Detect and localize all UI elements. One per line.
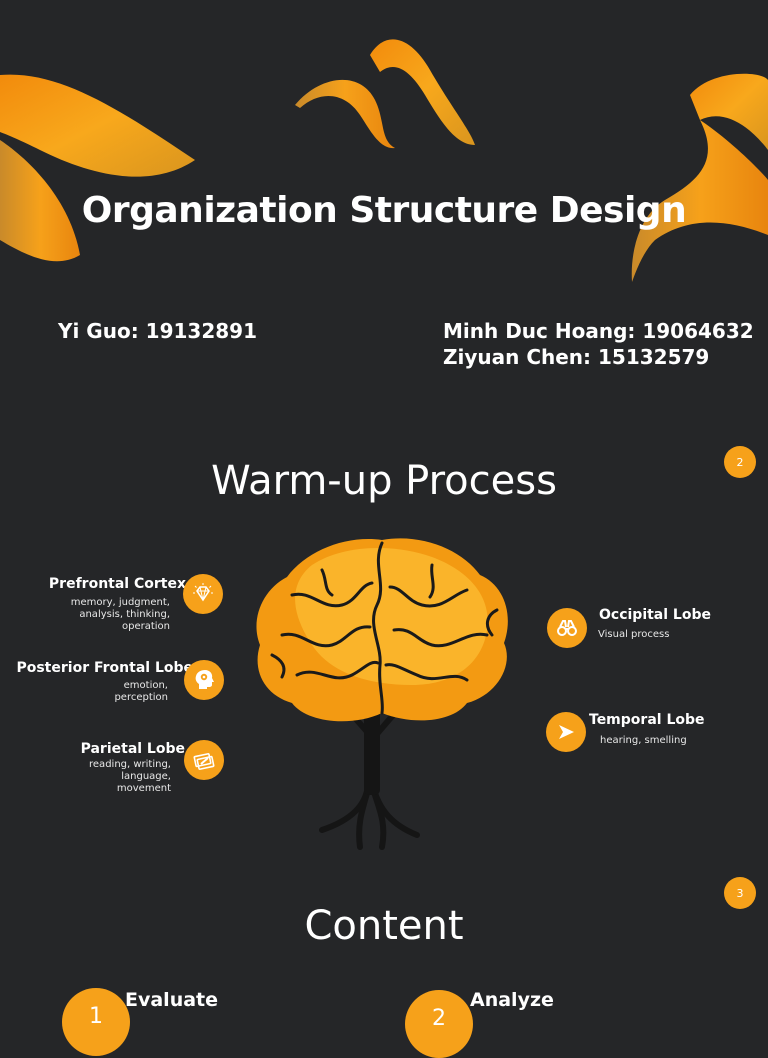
binoculars-icon	[547, 608, 587, 648]
author-name: Yi Guo: 19132891	[58, 319, 257, 343]
authors-left: Yi Guo: 19132891	[58, 318, 257, 344]
head-mind-icon	[184, 660, 224, 700]
content-item-analyze: Analyze	[470, 989, 554, 1011]
page-number-badge: 3	[724, 877, 756, 909]
slide-title: Organization Structure Design	[81, 190, 687, 231]
lobe-title: Parietal Lobe	[80, 741, 185, 757]
author-name: Ziyuan Chen: 15132579	[443, 345, 710, 369]
page-number-badge: 2	[724, 446, 756, 478]
lobe-title: Occipital Lobe	[599, 607, 711, 623]
lobe-parietal: Parietal Lobe	[40, 741, 185, 757]
lobe-title: Prefrontal Cortex	[48, 576, 186, 592]
lobe-title: Posterior Frontal Lobe	[16, 660, 193, 676]
lobe-description: reading, writing, language, movement	[89, 759, 171, 794]
lobe-description: emotion, perception	[114, 680, 168, 703]
content-number: 2	[405, 990, 473, 1058]
diamond-icon	[183, 574, 223, 614]
section-heading: Warm-up Process	[211, 458, 557, 504]
lobe-description: Visual process	[598, 629, 670, 640]
authors-right: Minh Duc Hoang: 19064632 Ziyuan Chen: 15…	[443, 318, 754, 370]
lobe-prefrontal-cortex: Prefrontal Cortex	[30, 576, 186, 592]
lobe-posterior-frontal: Posterior Frontal Lobe	[10, 660, 193, 676]
lobe-title: Temporal Lobe	[589, 712, 705, 728]
lobe-description: memory, judgment, analysis, thinking, op…	[70, 597, 170, 632]
lobe-description: hearing, smelling	[600, 735, 687, 746]
paint-tickets-icon	[184, 740, 224, 780]
content-item-evaluate: Evaluate	[125, 989, 219, 1011]
play-arrow-icon	[546, 712, 586, 752]
lobe-temporal: Temporal Lobe	[589, 712, 705, 728]
content-number: 1	[62, 988, 130, 1056]
brain-tree-illustration	[256, 538, 508, 850]
section-heading: Content	[304, 903, 464, 949]
author-name: Minh Duc Hoang: 19064632	[443, 319, 754, 343]
lobe-occipital: Occipital Lobe	[599, 607, 711, 623]
ribbon-decoration	[0, 39, 768, 282]
